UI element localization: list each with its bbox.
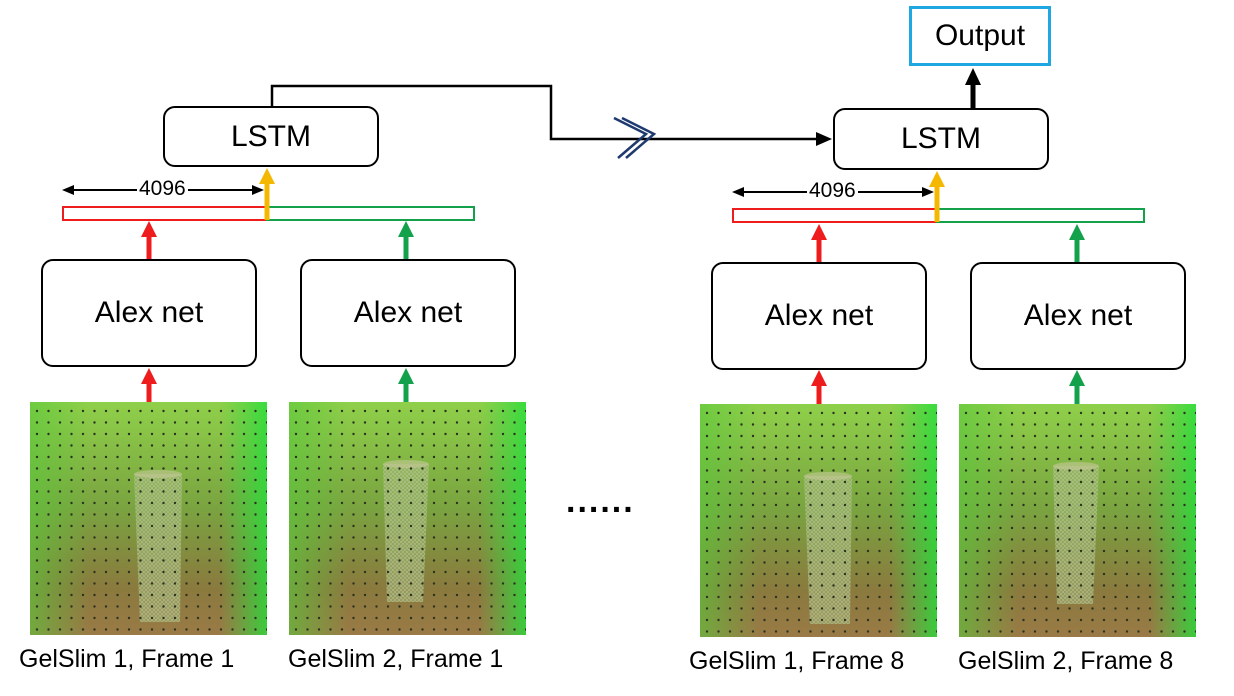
gelslim-frame-graphic — [289, 402, 526, 635]
lstm-label: LSTM — [230, 119, 311, 153]
break-mark-icon — [613, 116, 657, 159]
alexnet-label: Alex net — [94, 296, 204, 329]
gelslim-image-g2f8 — [959, 404, 1196, 637]
output-box: Output — [909, 6, 1051, 66]
concat-red-segment-1 — [62, 206, 268, 221]
caption-gelslim1-frame8: GelSlim 1, Frame 8 — [689, 647, 905, 675]
alexnet-box-gelslim1-frame1: Alex net — [41, 259, 257, 367]
red-arrow-alexnet1-to-concat-8 — [811, 224, 827, 262]
lstm-box-frame-1: LSTM — [163, 106, 379, 167]
green-arrow-alexnet2-to-concat — [398, 221, 414, 259]
feature-size-label-8: 4096 — [807, 179, 858, 202]
yellow-arrow-8 — [929, 171, 945, 222]
gelslim-frame-graphic — [700, 404, 937, 637]
concat-red-segment-8 — [732, 208, 938, 223]
alexnet-box-gelslim2-frame8: Alex net — [970, 262, 1186, 370]
lstm-label: LSTM — [900, 122, 981, 155]
alexnet-label: Alex net — [1023, 299, 1133, 332]
alexnet-box-gelslim1-frame8: Alex net — [711, 262, 927, 370]
caption-gelslim2-frame8: GelSlim 2, Frame 8 — [958, 647, 1174, 675]
alexnet-label: Alex net — [353, 296, 463, 329]
lstm-box-frame-8: LSTM — [833, 108, 1049, 170]
red-arrow-image1-to-alexnet — [141, 368, 157, 402]
gelslim-image-g1f8 — [700, 404, 937, 637]
output-label: Output — [934, 19, 1026, 52]
gelslim-image-g1f1 — [30, 402, 267, 635]
red-arrow-alexnet1-to-concat — [141, 221, 157, 259]
green-arrow-alexnet2-to-concat-8 — [1069, 224, 1085, 262]
gelslim-frame-graphic — [959, 404, 1196, 637]
green-arrow-image2-to-alexnet-8 — [1069, 370, 1085, 404]
alexnet-label: Alex net — [764, 299, 874, 332]
gelslim-image-g2f1 — [289, 402, 526, 635]
arrow-lstm-to-output — [965, 68, 981, 108]
red-arrow-image1-to-alexnet-8 — [811, 370, 827, 404]
alexnet-box-gelslim2-frame1: Alex net — [300, 259, 516, 367]
ellipsis: ...... — [566, 482, 635, 520]
concat-green-segment-8 — [936, 208, 1145, 223]
yellow-arrow-1 — [259, 168, 275, 220]
gelslim-frame-graphic — [30, 402, 267, 635]
caption-gelslim1-frame1: GelSlim 1, Frame 1 — [19, 645, 235, 673]
green-arrow-image2-to-alexnet — [398, 368, 414, 402]
concat-green-segment-1 — [266, 206, 475, 221]
feature-size-label-1: 4096 — [137, 177, 188, 200]
caption-gelslim2-frame1: GelSlim 2, Frame 1 — [288, 645, 504, 673]
